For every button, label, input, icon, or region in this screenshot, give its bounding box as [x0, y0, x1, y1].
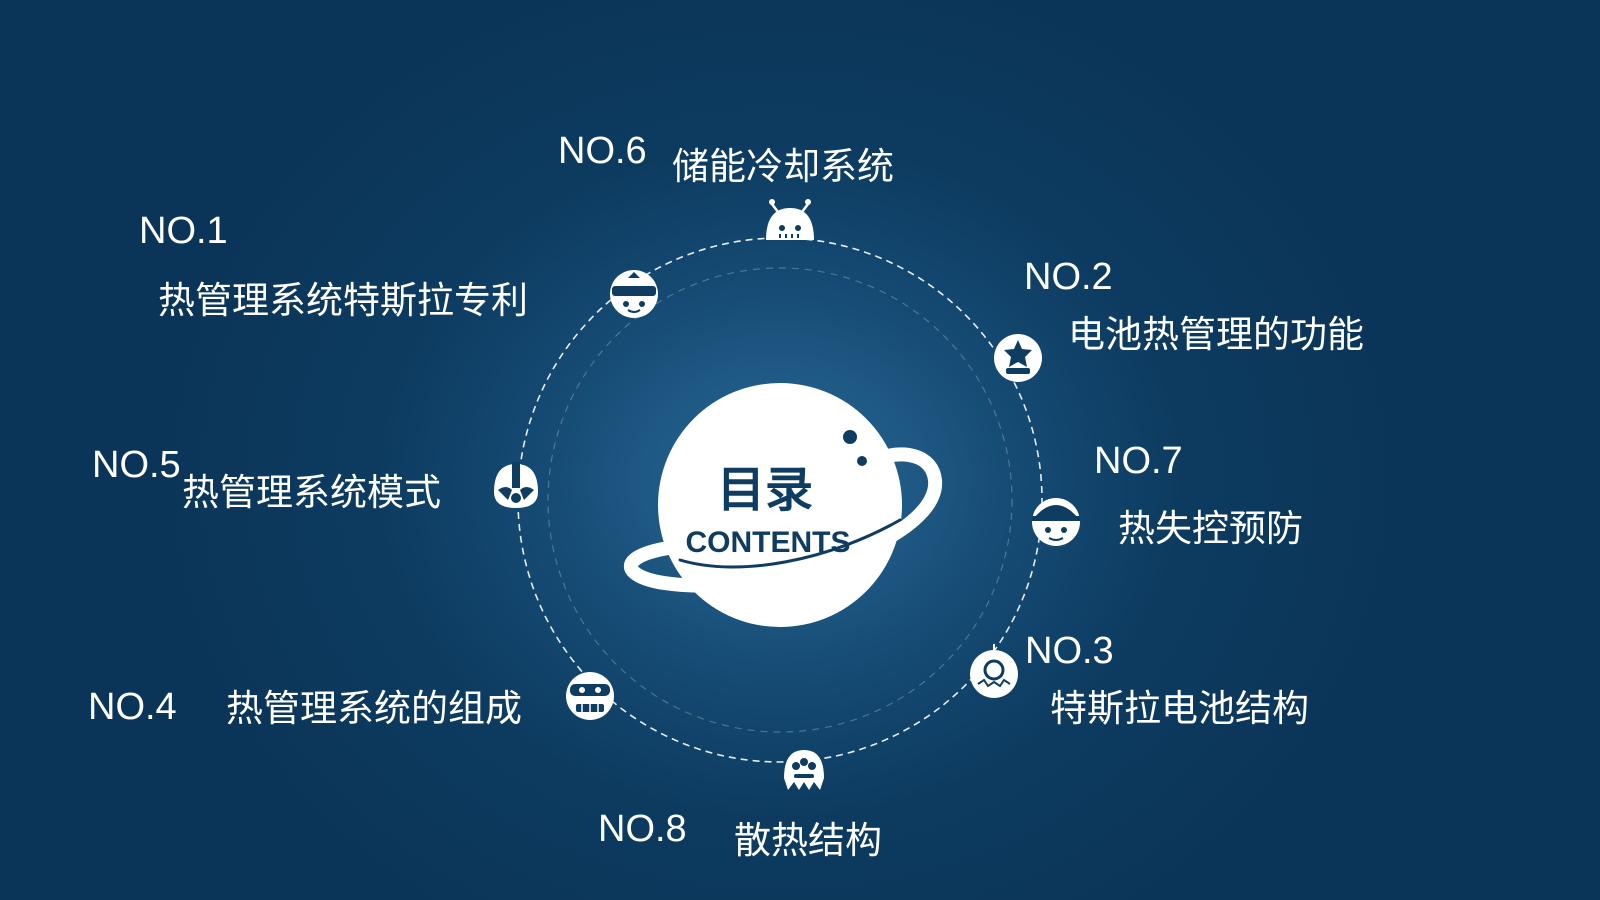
contents-title: 目录 — [716, 462, 813, 518]
contents-subtitle: CONTENTS — [685, 526, 851, 559]
item-6-number: NO.6 — [558, 130, 647, 172]
visor-robot-icon[interactable] — [602, 260, 666, 324]
hardhat-robot-icon[interactable] — [1024, 488, 1088, 552]
item-7-number: NO.7 — [1094, 440, 1183, 482]
item-2-number: NO.2 — [1024, 256, 1113, 298]
item-7-title[interactable]: 热失控预防 — [1118, 507, 1303, 550]
ghost-robot-icon[interactable] — [758, 190, 822, 254]
star-robot-icon[interactable] — [986, 324, 1050, 388]
item-4-number: NO.4 — [88, 686, 177, 728]
goggle-robot-icon[interactable] — [558, 662, 622, 726]
item-3-title[interactable]: 特斯拉电池结构 — [1050, 687, 1309, 730]
item-8-number: NO.8 — [598, 808, 687, 850]
item-4-title[interactable]: 热管理系统的组成 — [226, 687, 522, 730]
item-2-title[interactable]: 电池热管理的功能 — [1068, 313, 1364, 356]
item-1-title[interactable]: 热管理系统特斯拉专利 — [158, 279, 528, 322]
item-5-title[interactable]: 热管理系统模式 — [182, 471, 441, 514]
gear-robot-icon[interactable] — [962, 640, 1026, 704]
item-5-number: NO.5 — [92, 444, 181, 486]
item-8-title[interactable]: 散热结构 — [734, 819, 882, 862]
monster-robot-icon[interactable] — [772, 738, 836, 802]
item-1-number: NO.1 — [139, 210, 228, 252]
item-3-number: NO.3 — [1025, 630, 1114, 672]
item-6-title[interactable]: 储能冷却系统 — [672, 145, 894, 188]
helmet-robot-icon[interactable] — [484, 454, 548, 518]
